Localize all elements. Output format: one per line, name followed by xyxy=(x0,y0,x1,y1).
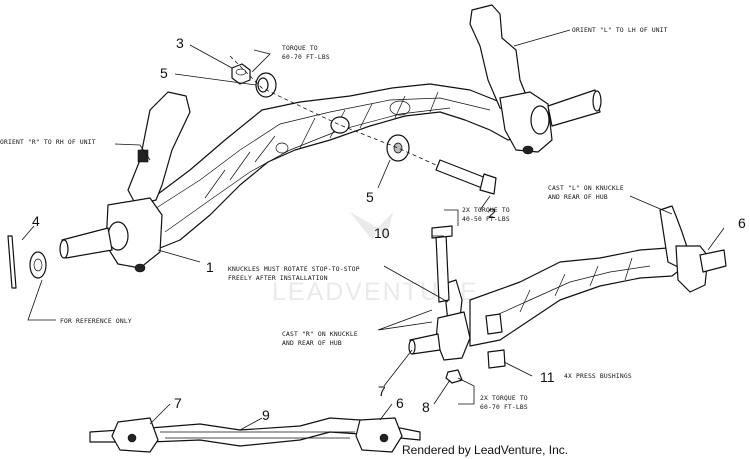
callout-4: 4 xyxy=(32,213,40,229)
callout-7-upper: 7 xyxy=(378,383,386,399)
secondary-axle-assembly xyxy=(408,205,727,384)
note-cast-r-line2: AND REAR OF HUB xyxy=(282,340,342,347)
note-torque-10-line2: 40-50 FT-LBS xyxy=(462,216,510,223)
callout-6-upper: 6 xyxy=(738,215,746,231)
note-cast-r-line1: CAST "R" ON KNUCKLE xyxy=(282,331,358,338)
note-torque-nut-line2: 60-70 FT-LBS xyxy=(282,54,330,61)
bottom-axle-view xyxy=(89,417,421,453)
leader-lines xyxy=(21,29,725,431)
callout-6-lower: 6 xyxy=(396,395,404,411)
main-front-axle xyxy=(59,4,602,273)
callout-5-upper: 5 xyxy=(160,65,168,81)
callout-7-lower: 7 xyxy=(174,395,182,411)
callout-2: 2 xyxy=(488,205,496,221)
note-for-reference: FOR REFERENCE ONLY xyxy=(60,318,132,325)
bolt-part-2 xyxy=(435,159,497,195)
callout-1: 1 xyxy=(206,259,214,275)
callout-3: 3 xyxy=(176,35,184,51)
note-orient-l: ORIENT "L" TO LH OF UNIT xyxy=(572,27,668,34)
note-cast-l-line2: AND REAR OF HUB xyxy=(548,194,608,201)
render-credit: Rendered by LeadVenture, Inc. xyxy=(402,443,568,457)
assembly-centerline xyxy=(229,55,437,166)
note-press-bushings: 4X PRESS BUSHINGS xyxy=(564,373,632,380)
callout-8: 8 xyxy=(422,399,430,415)
note-orient-r: ORIENT "R" TO RH OF UNIT xyxy=(0,139,96,146)
pin-part-4 xyxy=(7,235,47,289)
note-torque-8-line1: 2X TORQUE TO xyxy=(480,395,528,402)
note-torque-10-line1: 2X TORQUE TO xyxy=(462,207,510,214)
note-torque-8-line2: 60-70 FT-LBS xyxy=(480,404,528,411)
callout-numbers: 3 5 5 2 1 4 10 6 11 7 8 7 9 6 xyxy=(32,35,746,423)
callout-10: 10 xyxy=(374,225,390,241)
note-cast-l-line1: CAST "L" ON KNUCKLE xyxy=(548,185,624,192)
callout-5-lower: 5 xyxy=(366,189,374,205)
assembly-notes: TORQUE TO 60-70 FT-LBS ORIENT "L" TO LH … xyxy=(0,27,668,411)
note-torque-nut-line1: TORQUE TO xyxy=(282,45,318,52)
bushing-part-5-upper xyxy=(255,72,277,98)
callout-9: 9 xyxy=(262,407,270,423)
callout-11: 11 xyxy=(540,369,555,385)
note-knuckles-line2: FREELY AFTER INSTALLATION xyxy=(228,275,328,282)
note-knuckles-line1: KNUCKLES MUST ROTATE STOP-TO-STOP xyxy=(228,266,360,273)
bushing-part-5-lower xyxy=(386,134,410,162)
